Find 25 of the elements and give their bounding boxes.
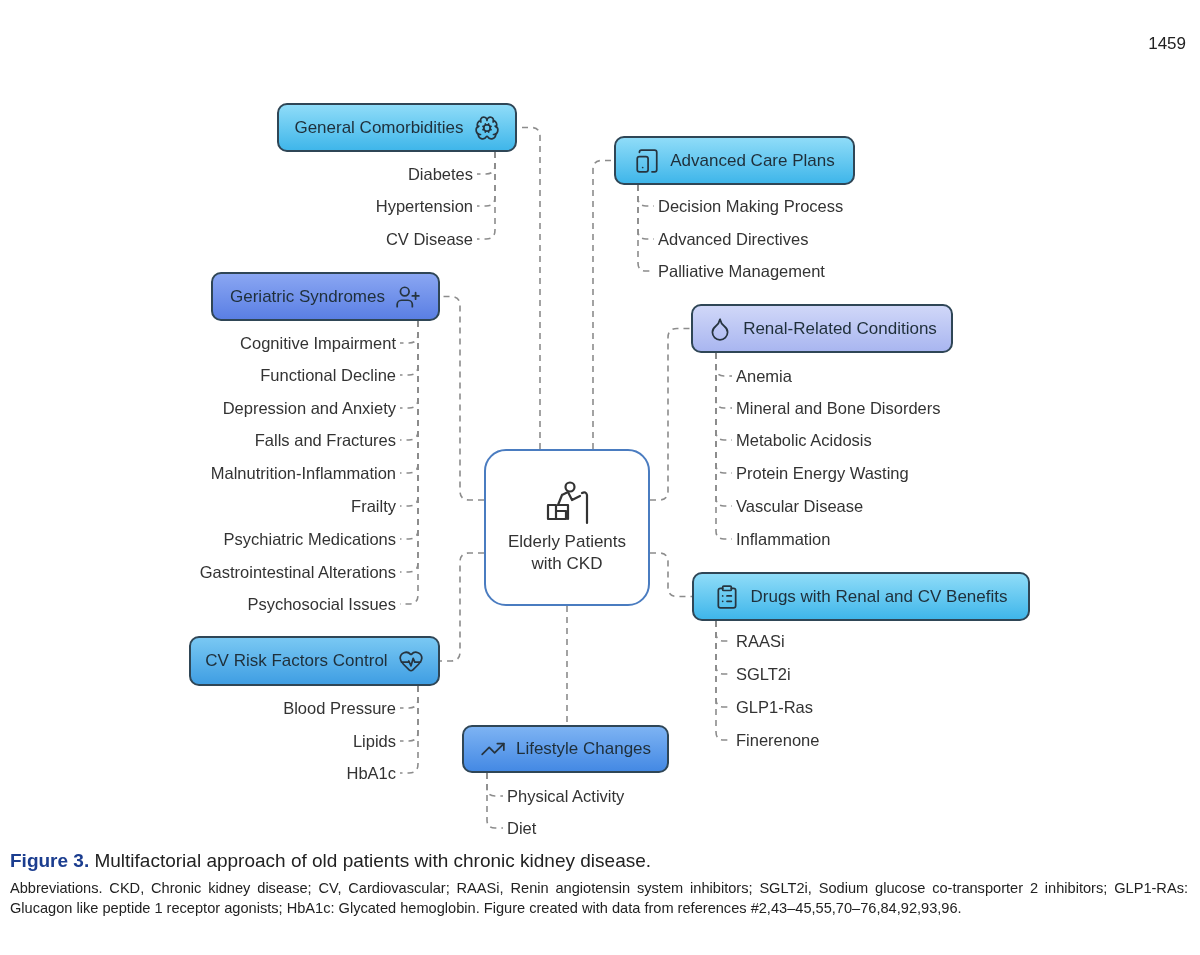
category-box [691,304,953,353]
page-number: 1459 [1148,34,1186,54]
connector-line [439,552,485,662]
category-box [692,572,1030,621]
figure-caption: Figure 3. Multifactorial approach of old patients with chronic kidney disease. [10,850,652,872]
abbreviations-note: Abbreviations. CKD, Chronic kidney disease; CV, Cardiovascular; RAASi, Renin angiotensin system inhibitors; SGLT2i, Sodium glucose co-transporter 2 inhibitors; GLP1-RAs: Glucagon like peptide 1 receptor agonists; HbA1c: Glycated hemoglobin. Figure created with data from references #2,43–45,55,70–76,84,92,93,96. [10,879,1188,918]
category-box [211,272,440,321]
category-title: Drugs with Renal and CV Benefits [750,586,1008,607]
category-box [189,636,440,686]
connector-line [649,552,693,598]
central-box [484,449,650,606]
category-title: Renal-Related Conditions [743,318,937,339]
connector-line [486,772,504,829]
connector-line [649,327,692,501]
category-title: Geriatric Syndromes [230,286,385,307]
category-title: CV Risk Factors Control [205,651,388,671]
category-title: Lifestyle Changes [515,739,652,759]
connector-line [476,151,496,240]
category-title: General Comorbidities [294,117,464,138]
category-box [277,103,517,152]
category-title: Advanced Care Plans [670,150,835,171]
node-text: Elderly Patients with CKD [507,530,627,575]
connector-line [399,685,419,774]
category-box [614,136,855,185]
category-box [462,725,669,773]
